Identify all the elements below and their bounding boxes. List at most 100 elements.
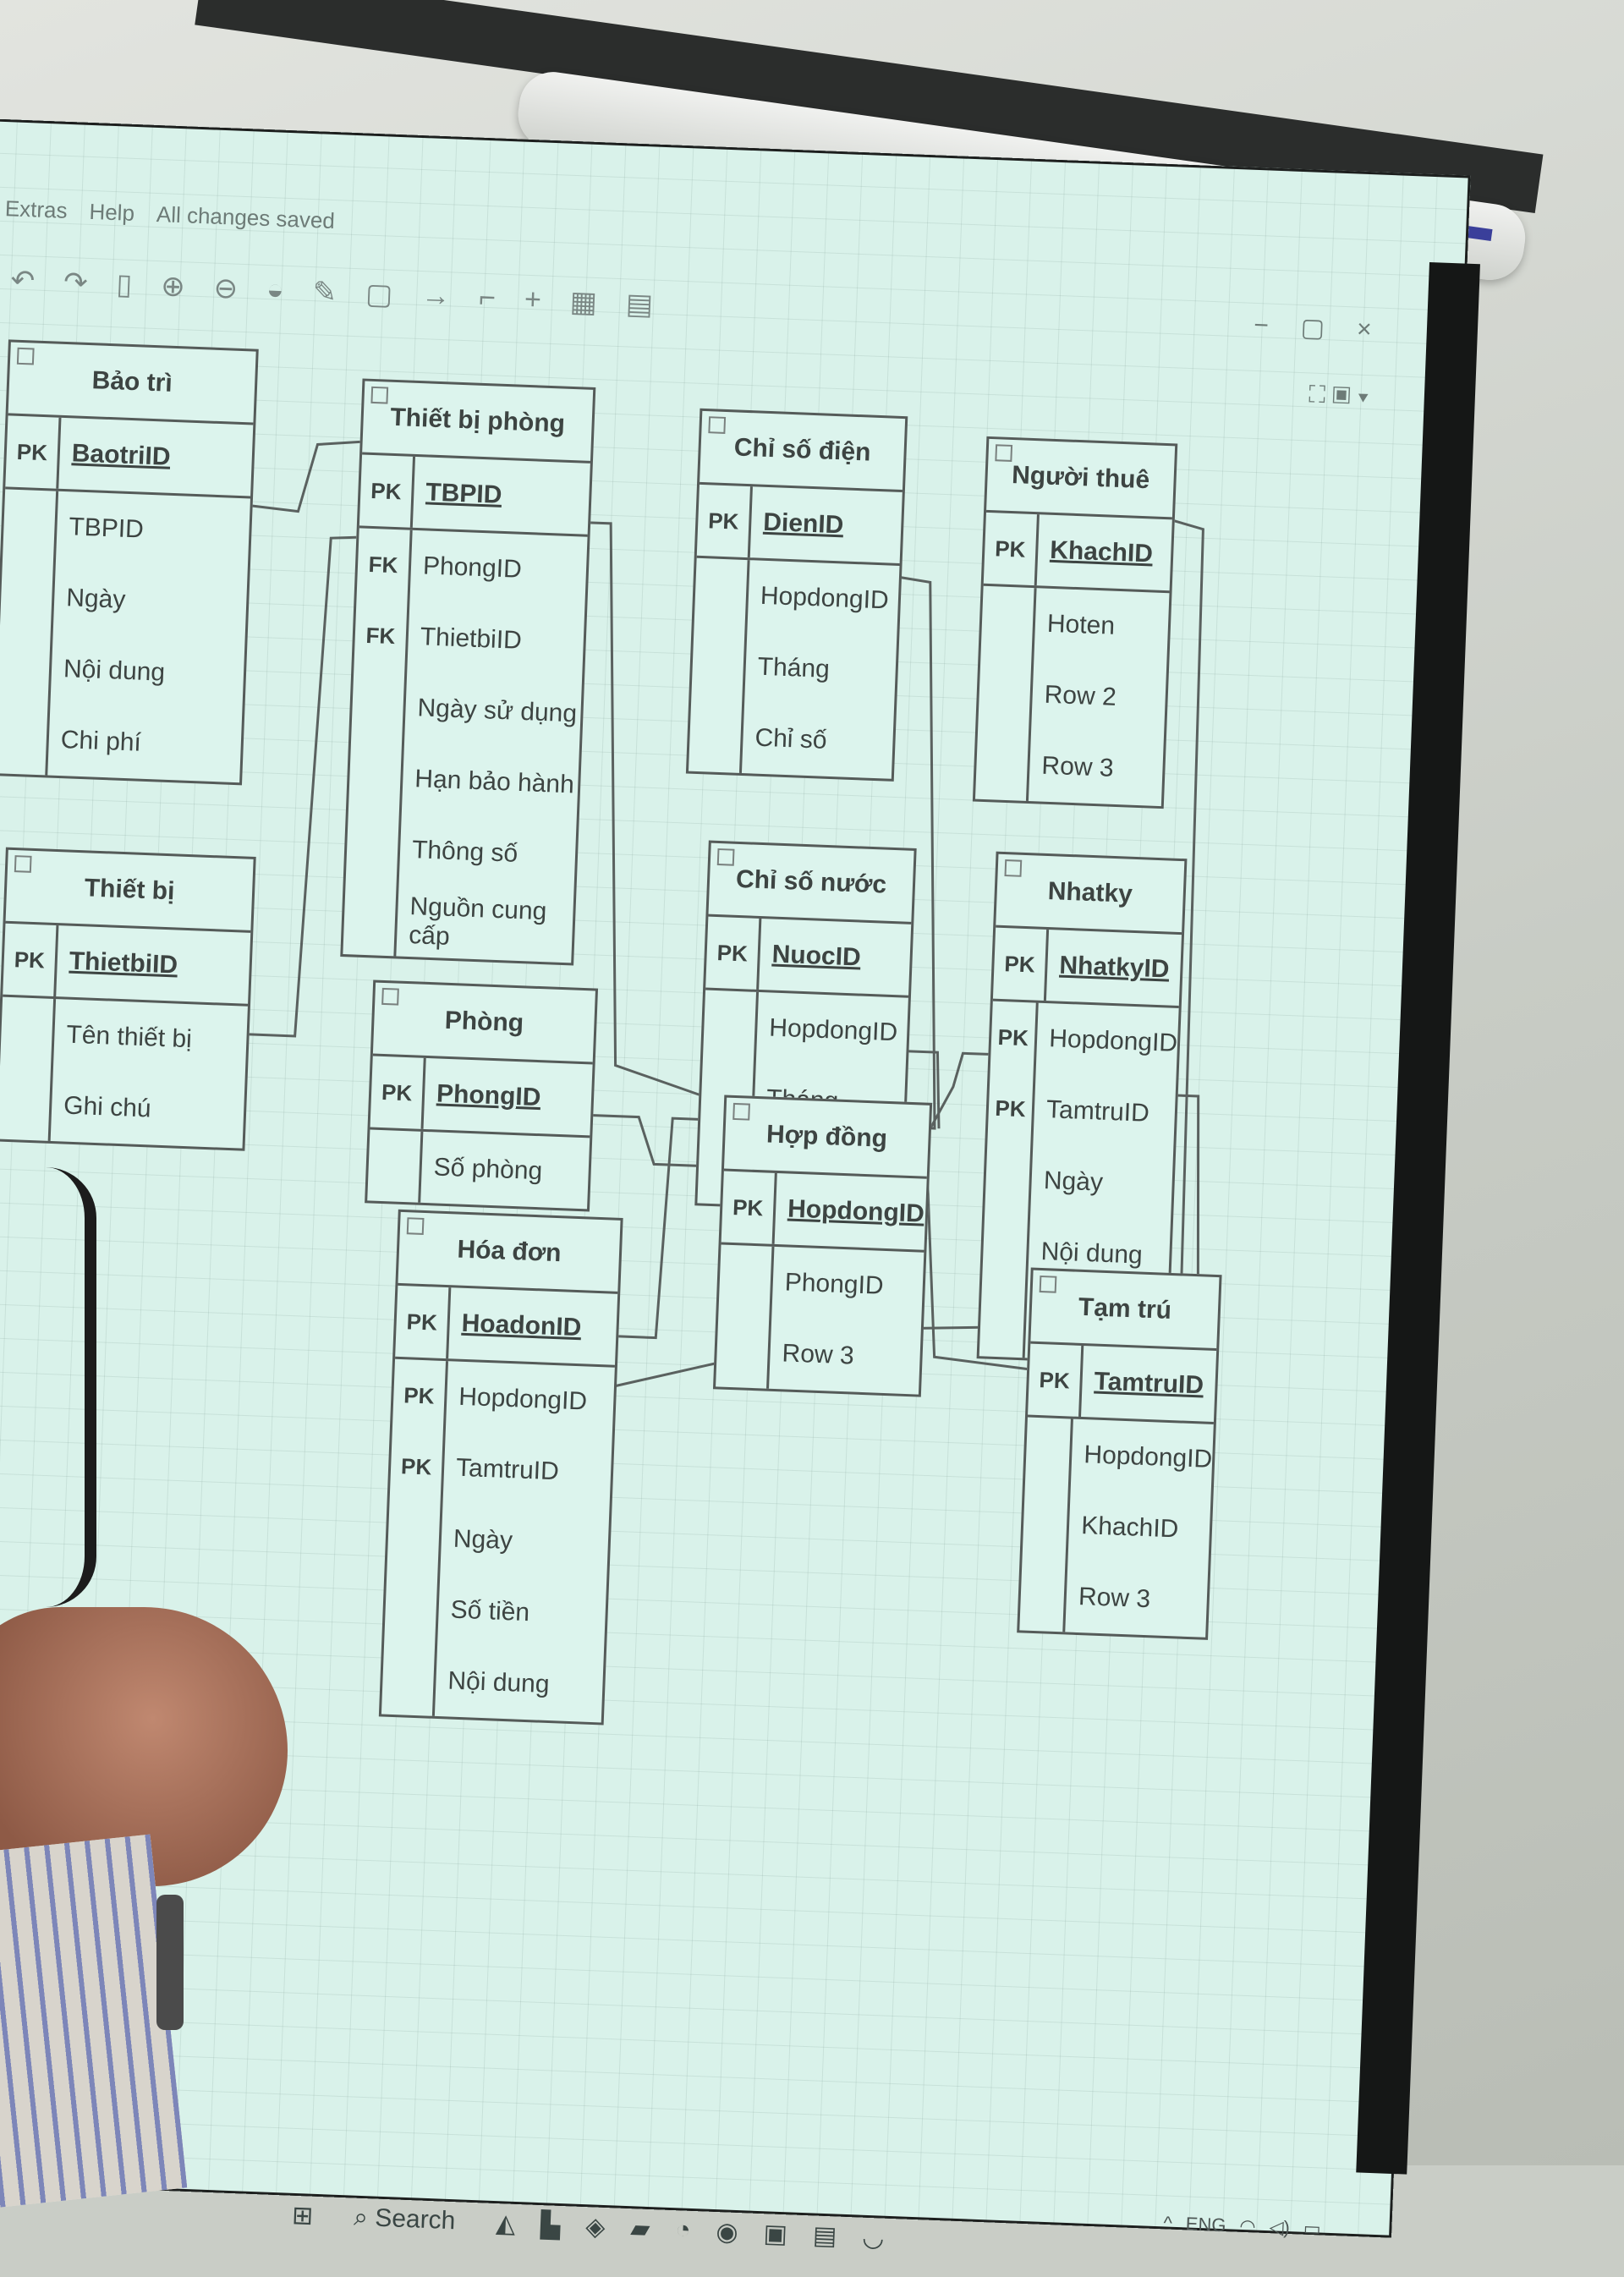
volume-icon[interactable]: ◁) [1269,2216,1291,2239]
entity-menu-icon[interactable] [14,855,32,873]
field-name[interactable]: Nội dung [447,1666,551,1699]
field-name[interactable]: Ngày [453,1524,513,1555]
relationship-line[interactable] [924,1051,989,1139]
entity-title[interactable]: Hợp đồng [723,1097,930,1179]
field-name[interactable]: Chi phí [60,726,142,757]
field-name[interactable]: Ngày [65,584,126,614]
field-name[interactable]: HopdongID [1048,1024,1178,1057]
entity-menu-icon[interactable] [716,848,735,866]
field-name[interactable]: TamtruID [455,1453,560,1486]
entity-menu-icon[interactable] [732,1102,750,1121]
entity-title[interactable]: Người thuê [985,438,1176,520]
entity-title[interactable]: Chỉ số nước [708,842,914,925]
relationship-line[interactable] [901,1050,941,1129]
entity-title[interactable]: Tạm trú [1030,1270,1220,1352]
app-icon-1[interactable]: ◭ [495,2208,516,2238]
language-indicator[interactable]: ENG [1185,2213,1226,2236]
field-name[interactable]: Ngày sử dụng [416,694,578,728]
diagram-canvas[interactable]: Extras Help All changes saved ↶ ↷ ▯ ⊕ ⊖ … [0,118,1471,2252]
entity-menu-icon[interactable] [406,1217,425,1235]
field-name[interactable]: Thông số [411,836,518,868]
field-name[interactable]: HopdongID [768,1013,898,1047]
entity-menu-icon[interactable] [381,987,399,1006]
field-name[interactable]: HopdongID [760,581,890,615]
field-name[interactable]: Nội dung [63,655,166,687]
field-name[interactable]: Chỉ số [754,723,828,754]
entity-menu-icon[interactable] [708,416,727,434]
relationship-line[interactable] [244,534,357,1038]
folder-icon[interactable]: ▰ [629,2214,651,2243]
field-name[interactable]: Nguồn cung cấp [408,892,547,951]
field-name[interactable]: Row 2 [1044,680,1117,711]
entity-title[interactable]: Thiết bị phòng [362,381,594,464]
field-name[interactable]: Hạn bảo hành [414,765,575,799]
office-icon[interactable]: ▣ [763,2219,788,2248]
wifi-icon[interactable]: ◠ [1238,2214,1257,2237]
taskbar-search[interactable]: ⌕ Search [353,2203,456,2236]
field-name[interactable]: PhongID [422,551,523,584]
field-name[interactable]: Row 3 [1040,751,1115,782]
field-name[interactable]: Hoten [1046,609,1116,640]
field-name[interactable]: TBPID [68,513,145,544]
key-badge [689,700,742,773]
field-name[interactable]: PhongID [784,1268,885,1300]
field-name[interactable]: ThietbiID [420,623,523,655]
entity-menu-icon[interactable] [16,347,35,365]
field-name[interactable]: Ngày [1043,1166,1104,1197]
entity-title[interactable]: Chỉ số điện [700,410,906,493]
relationship-line[interactable] [586,1113,723,1168]
relationship-line[interactable] [563,521,746,1105]
field-name[interactable]: Số phòng [433,1153,543,1186]
entity-title[interactable]: Phòng [372,982,595,1065]
app-icon-3[interactable]: ◈ [584,2212,606,2241]
word-icon[interactable]: ◡ [861,2223,886,2252]
excel-icon[interactable]: ▤ [812,2221,837,2251]
field-name[interactable]: Ghi chú [63,1091,152,1123]
entity-menu-icon[interactable] [1004,859,1023,877]
field-name[interactable]: Tháng [757,652,831,683]
relationship-line[interactable] [917,1136,1035,1370]
field-name[interactable]: Tên thiết bị [65,1020,193,1054]
field-name[interactable]: TamtruID [1045,1095,1150,1128]
field-name[interactable]: HopdongID [458,1382,588,1416]
app-icon-2[interactable]: ▙ [540,2210,562,2240]
entity-menu-icon[interactable] [1039,1275,1057,1293]
field-name[interactable]: Row 3 [1078,1583,1151,1614]
entity-title[interactable]: Bảo trì [8,342,256,425]
entity-menu-icon[interactable] [995,444,1013,462]
entity-title[interactable]: Hóa đơn [398,1211,621,1294]
battery-icon[interactable]: ▭ [1303,2217,1322,2240]
entity-menu-icon[interactable] [370,386,389,404]
chrome-icon[interactable]: ◉ [715,2217,739,2247]
field-name[interactable]: KhachID [1080,1512,1179,1544]
field-name[interactable]: Số tiền [450,1595,530,1627]
entity-title[interactable]: Nhatky [996,853,1185,935]
start-icon[interactable]: ⊞ [291,2201,314,2230]
relationship-line[interactable] [247,437,360,513]
edge-icon[interactable]: ◔ [674,2215,692,2244]
tray-chevron-icon[interactable]: ^ [1163,2212,1173,2234]
field-name[interactable]: HopdongID [1083,1440,1213,1473]
entity-title[interactable]: Thiết bị [5,849,254,933]
field-name[interactable]: Row 3 [782,1339,855,1370]
